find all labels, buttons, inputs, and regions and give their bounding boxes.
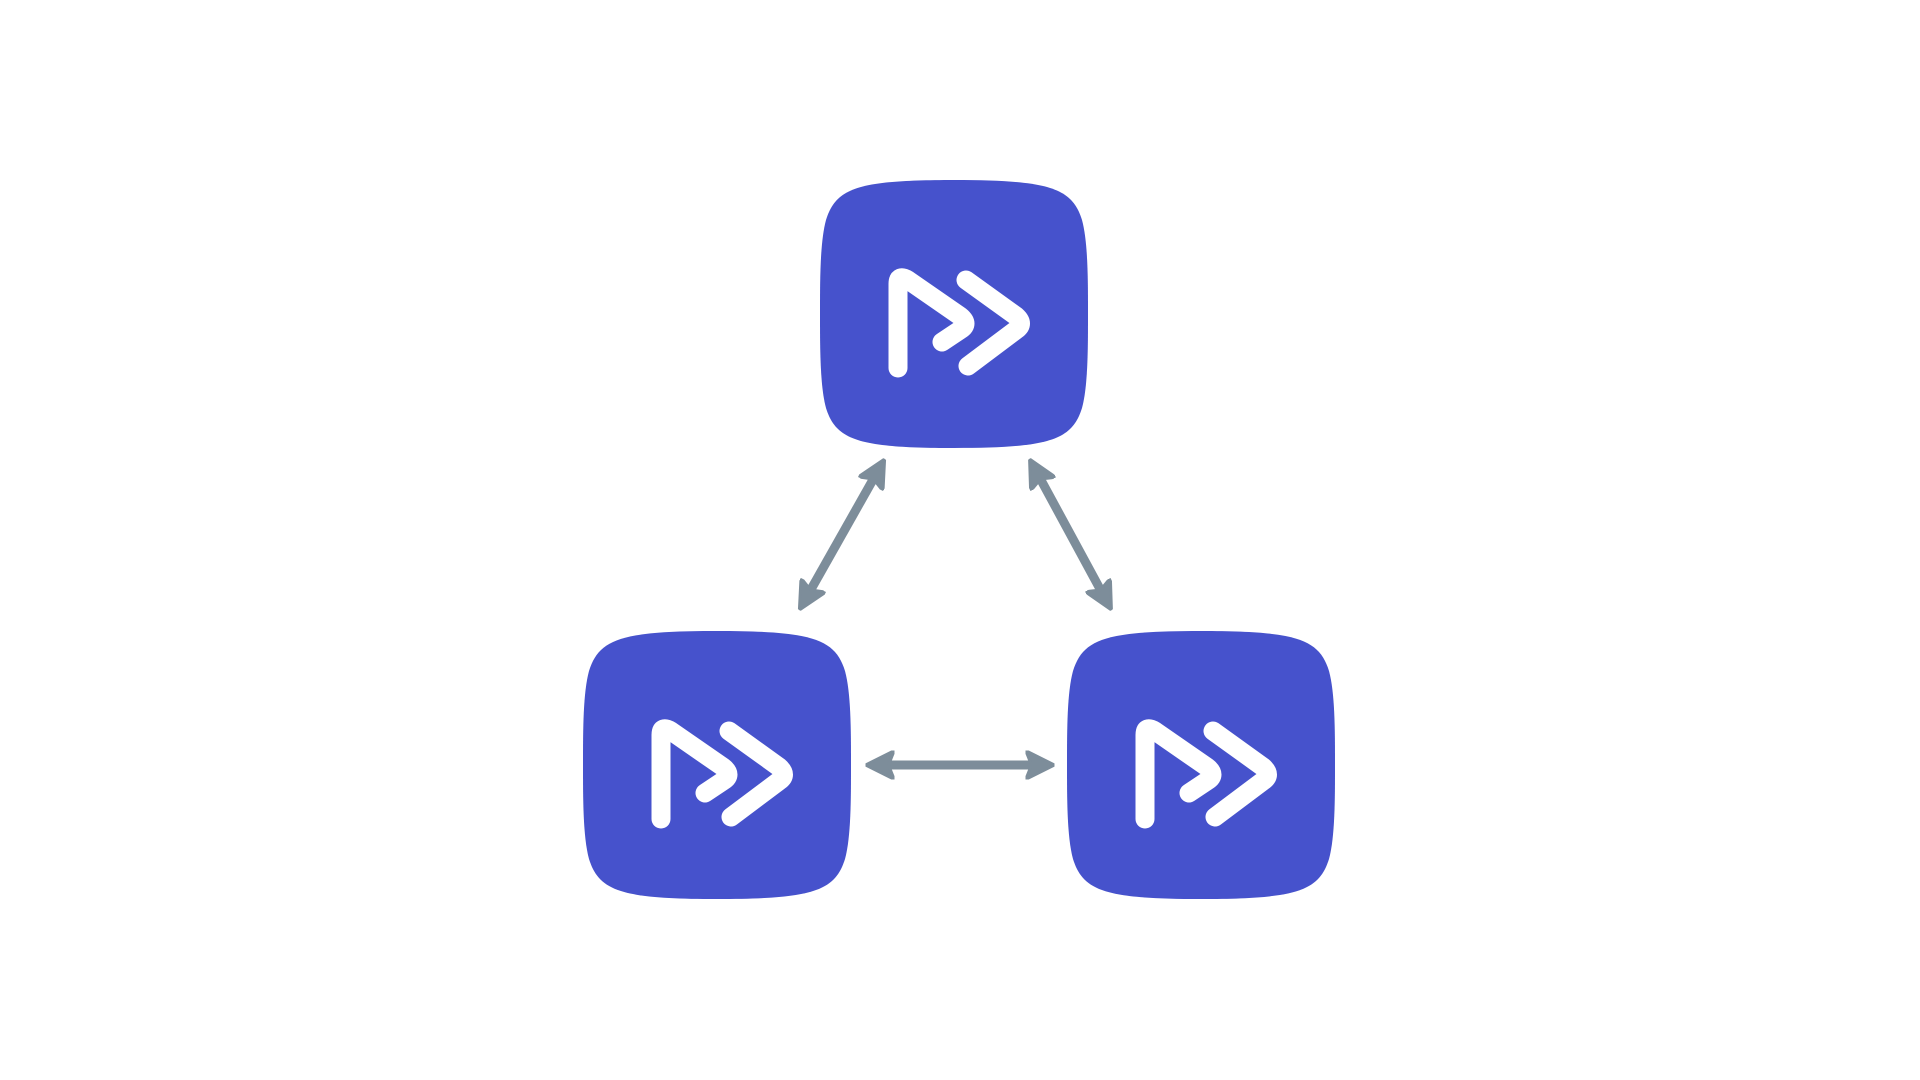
fast-forward-logo-icon [651, 719, 793, 829]
bidirectional-arrow-top-bottom-right [1035, 469, 1106, 600]
node-bottom-right [1067, 631, 1335, 899]
fast-forward-logo-icon [888, 268, 1030, 378]
fast-forward-logo-icon [1135, 719, 1277, 829]
node-bottom-left [583, 631, 851, 899]
bidirectional-arrow-top-bottom-left [805, 469, 879, 600]
node-top [820, 180, 1088, 448]
